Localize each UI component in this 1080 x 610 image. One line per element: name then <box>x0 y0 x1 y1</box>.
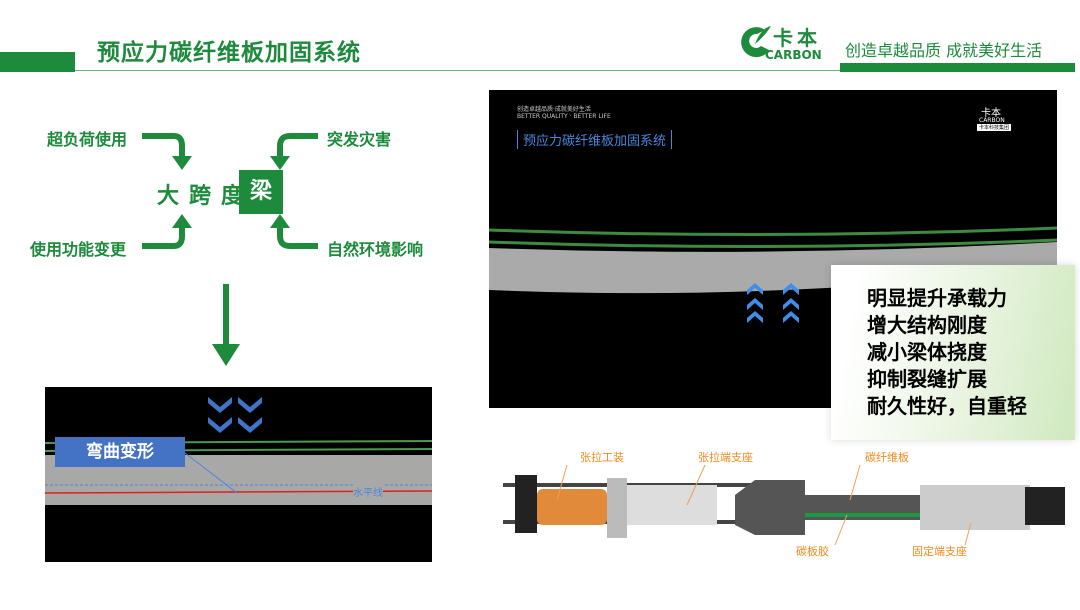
bending-label: 弯曲变形 <box>55 437 185 467</box>
bending-deformation-image: 弯曲变形 水平线 <box>44 387 433 562</box>
cause-arrows <box>142 133 318 366</box>
callout-carbon-plate: 碳纤维板 <box>865 451 909 464</box>
long-span-label: 大跨度 <box>157 184 254 209</box>
video-title: 预应力碳纤维板加固系统 <box>517 130 673 149</box>
anchorage-device-illustration <box>503 464 1065 546</box>
logo-text-cn: 卡本 <box>773 26 821 50</box>
benefit-item: 明显提升承载力 <box>867 286 1007 310</box>
cause-function-change: 使用功能变更 <box>30 240 127 259</box>
page-title: 预应力碳纤维板加固系统 <box>97 40 361 66</box>
video-slogan-en: BETTER QUALITY · BETTER LIFE <box>517 113 611 120</box>
video-logo-sub: 卡本科技集团 <box>977 124 1012 131</box>
callout-tension-end-support: 张拉端支座 <box>698 451 753 464</box>
horizontal-line-label: 水平线 <box>353 484 383 499</box>
callout-plate-adhesive: 碳板胶 <box>796 545 829 558</box>
cause-environment: 自然环境影响 <box>327 240 424 259</box>
system-video-frame: 创造卓越品质·成就美好生活 BETTER QUALITY · BETTER LI… <box>489 90 1057 408</box>
benefit-item: 增大结构刚度 <box>867 313 987 337</box>
benefit-item: 减小梁体挠度 <box>867 340 987 364</box>
logo-leaf-icon <box>741 26 771 58</box>
benefits-panel: 明显提升承载力 增大结构刚度 减小梁体挠度 抑制裂缝扩展 耐久性好，自重轻 <box>831 265 1075 440</box>
brand-logo: 卡本 CARBON <box>735 22 830 64</box>
callout-tensioning-tool: 张拉工装 <box>580 451 624 464</box>
callout-fixed-end-support: 固定端支座 <box>912 545 967 558</box>
tagline: 创造卓越品质 成就美好生活 <box>845 41 1043 60</box>
beam-label: 梁 <box>239 170 283 214</box>
logo-text-en: CARBON <box>765 48 822 62</box>
video-slogan-cn: 创造卓越品质·成就美好生活 <box>517 106 591 113</box>
cause-overload: 超负荷使用 <box>47 130 128 149</box>
video-logo-en: CARBON <box>979 117 1005 124</box>
header-accent-bar <box>0 52 75 72</box>
bridge-illustration <box>44 397 433 505</box>
benefit-item: 抑制裂缝扩展 <box>867 367 987 391</box>
cause-disaster: 突发灾害 <box>327 130 392 149</box>
video-logo: 卡本 <box>981 108 1001 119</box>
header-divider <box>75 70 840 71</box>
benefit-item: 耐久性好，自重轻 <box>867 394 1027 418</box>
header-accent-bar-right <box>840 63 1075 72</box>
